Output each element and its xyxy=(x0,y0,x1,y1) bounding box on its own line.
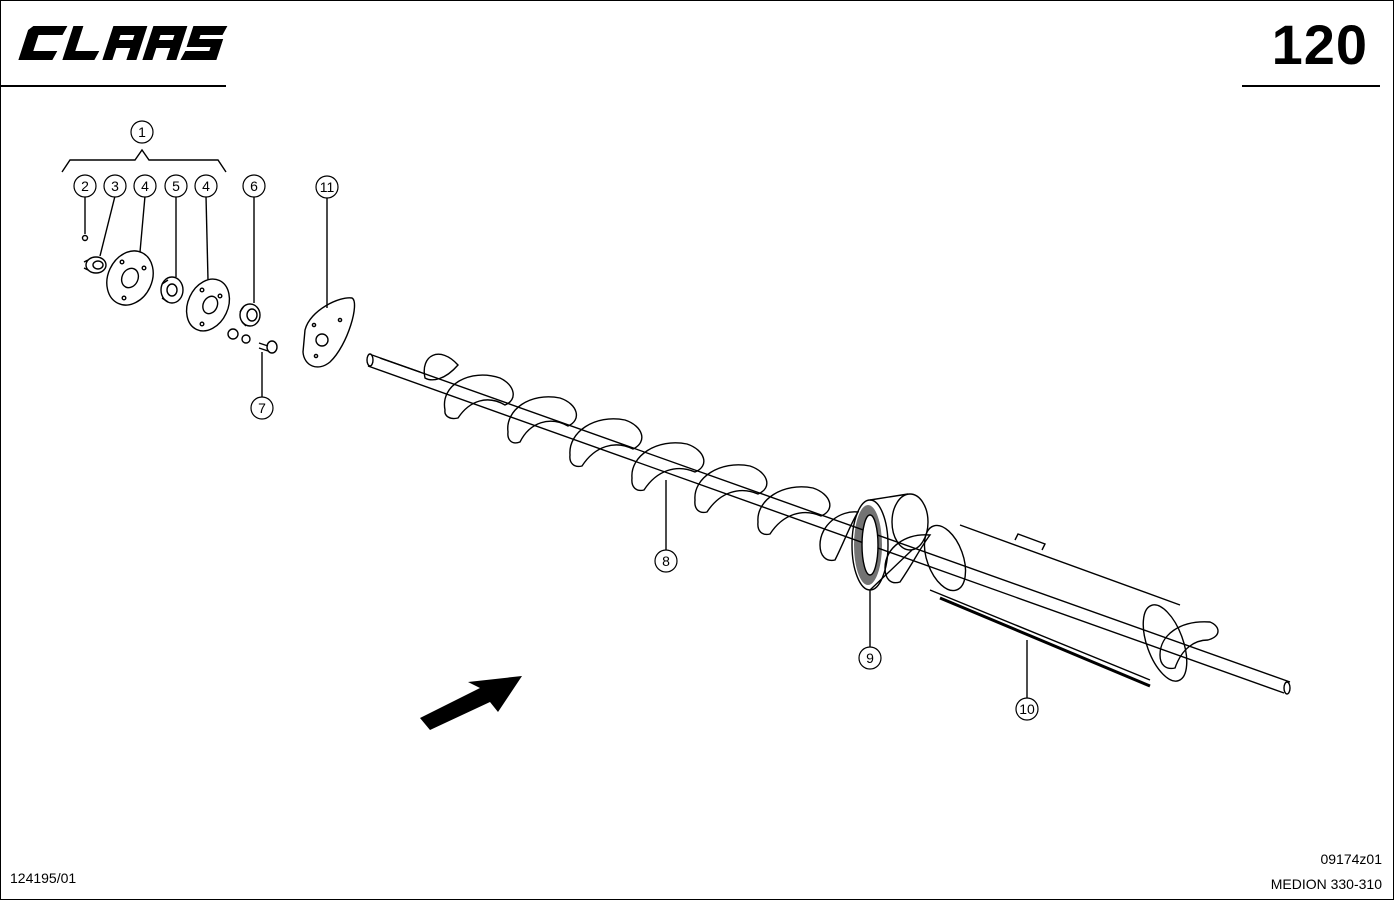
callout-label-2: 2 xyxy=(81,178,89,194)
page-number: 120 xyxy=(1271,13,1368,76)
part-8-auger-shaft xyxy=(366,353,1291,695)
part-6-bushing xyxy=(239,303,261,327)
part-11-end-plate xyxy=(302,297,356,368)
part-9-ring xyxy=(851,493,929,591)
callout-label-8: 8 xyxy=(662,553,670,569)
callout-2 xyxy=(73,174,97,198)
callout-4b xyxy=(194,174,218,198)
model-name: MEDION 330-310 xyxy=(1270,876,1382,892)
callout-label-3: 3 xyxy=(111,178,119,194)
callout-label-10: 10 xyxy=(1019,701,1035,717)
auger-flights xyxy=(423,353,1219,670)
callout-8 xyxy=(654,549,678,573)
part-5-bearing xyxy=(160,276,184,304)
part-2-ring xyxy=(81,234,89,242)
callout-3 xyxy=(103,174,127,198)
callout-label-4a: 4 xyxy=(141,178,149,194)
group-bracket xyxy=(61,148,227,173)
drawing-reference: 09174z01 xyxy=(1320,851,1382,867)
part-4b-flange xyxy=(185,278,231,332)
nut-and-washer xyxy=(227,328,251,344)
callout-4a xyxy=(133,174,157,198)
callout-label-9: 9 xyxy=(866,650,874,666)
header-rule-right xyxy=(1242,85,1380,87)
callout-label-5: 5 xyxy=(172,178,180,194)
callout-label-7: 7 xyxy=(258,400,266,416)
header-rule-left xyxy=(0,85,226,87)
part-7-bolt xyxy=(258,340,278,354)
callout-5 xyxy=(164,174,188,198)
part-4-flange xyxy=(106,250,154,306)
callout-7 xyxy=(250,396,274,420)
callout-1 xyxy=(130,120,154,144)
claas-logo xyxy=(14,18,234,73)
callout-label-1: 1 xyxy=(138,124,146,140)
callout-label-6: 6 xyxy=(250,178,258,194)
callout-9 xyxy=(858,646,882,670)
part-3-bushing xyxy=(83,256,107,274)
callout-10 xyxy=(1015,697,1039,721)
callout-label-4b: 4 xyxy=(202,178,210,194)
direction-arrow xyxy=(420,676,522,730)
part-10-tube xyxy=(923,524,1188,688)
callout-label-11: 11 xyxy=(320,179,335,195)
callout-6 xyxy=(242,174,266,198)
callout-11 xyxy=(315,175,339,199)
document-reference: 124195/01 xyxy=(10,870,77,886)
